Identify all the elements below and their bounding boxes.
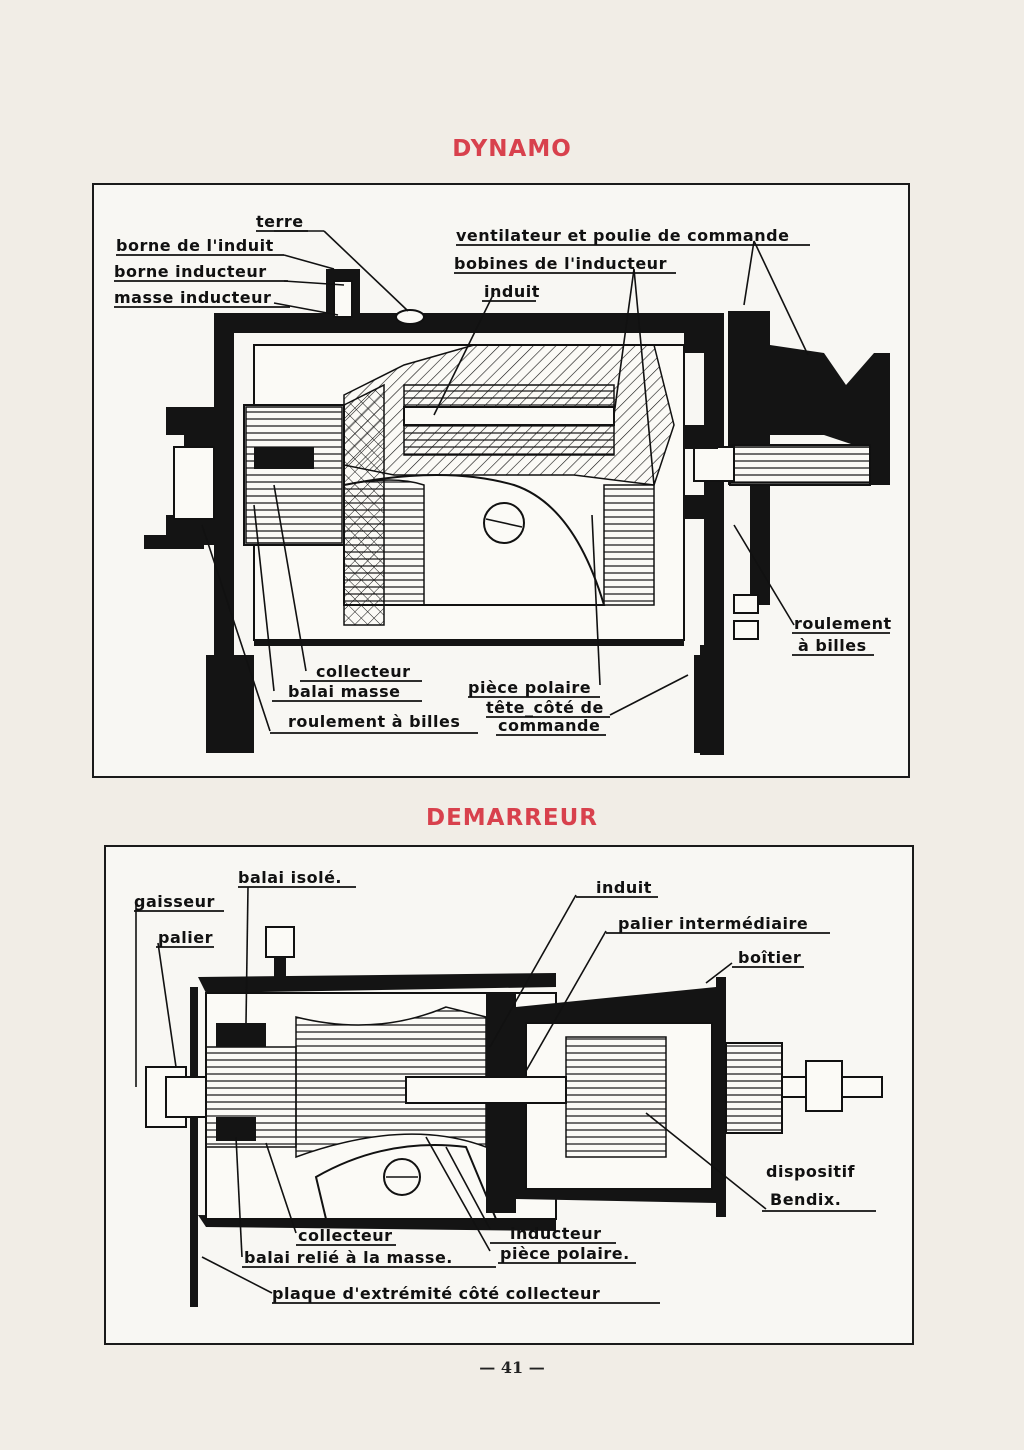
label-induit: induit bbox=[484, 282, 540, 301]
label-balai-masse: balai masse bbox=[288, 682, 400, 701]
label-palier: palier bbox=[158, 928, 213, 947]
label-dispositif-line1: dispositif bbox=[766, 1162, 856, 1181]
label-ventilateur: ventilateur et poulie de commande bbox=[456, 226, 789, 245]
dynamo-diagram: terre borne de l'induit borne inducteur … bbox=[114, 212, 892, 755]
label-borne-inducteur: borne inducteur bbox=[114, 262, 267, 281]
label-borne-induit: borne de l'induit bbox=[116, 236, 274, 255]
label-dispositif-line2: Bendix. bbox=[770, 1190, 841, 1209]
demarreur-body bbox=[145, 926, 883, 1307]
page-number: — 41 — bbox=[479, 1358, 545, 1377]
label-plaque: plaque d'extrémité côté collecteur bbox=[272, 1284, 600, 1303]
dynamo-leaders bbox=[201, 230, 809, 732]
dynamo-diagram-frame: terre borne de l'induit borne inducteur … bbox=[92, 183, 910, 778]
label-inducteur: inducteur bbox=[510, 1224, 601, 1243]
dynamo-body bbox=[144, 269, 890, 755]
label-terre: terre bbox=[256, 212, 304, 231]
demarreur-leaders bbox=[135, 886, 767, 1294]
label-piece-polaire: pièce polaire. bbox=[500, 1244, 630, 1263]
label-palier-intermediaire: palier intermédiaire bbox=[618, 914, 808, 933]
label-boitier: boîtier bbox=[738, 948, 801, 967]
demarreur-diagram: balai isolé. gaisseur palier induit pali… bbox=[134, 868, 883, 1307]
label-induit: induit bbox=[596, 878, 652, 897]
label-bobines: bobines de l'inducteur bbox=[454, 254, 667, 273]
label-balai-isole: balai isolé. bbox=[238, 868, 342, 887]
label-collecteur: collecteur bbox=[316, 662, 411, 681]
demarreur-diagram-frame: balai isolé. gaisseur palier induit pali… bbox=[104, 845, 914, 1345]
label-roulement-line2: à billes bbox=[798, 636, 867, 655]
label-roulement-line1: roulement bbox=[794, 614, 892, 633]
demarreur-title: DEMARREUR bbox=[425, 805, 598, 831]
label-masse-inducteur: masse inducteur bbox=[114, 288, 271, 307]
label-collecteur: collecteur bbox=[298, 1226, 393, 1245]
dynamo-title: DYNAMO bbox=[452, 136, 572, 162]
label-roulement-billes: roulement à billes bbox=[288, 712, 460, 731]
label-tete-line2: commande bbox=[498, 716, 600, 735]
label-piece-polaire: pièce polaire bbox=[468, 678, 591, 697]
label-gaisseur: gaisseur bbox=[134, 892, 215, 911]
label-tete-line1: tête_côté de bbox=[486, 698, 604, 717]
label-balai-relie: balai relié à la masse. bbox=[244, 1248, 453, 1267]
